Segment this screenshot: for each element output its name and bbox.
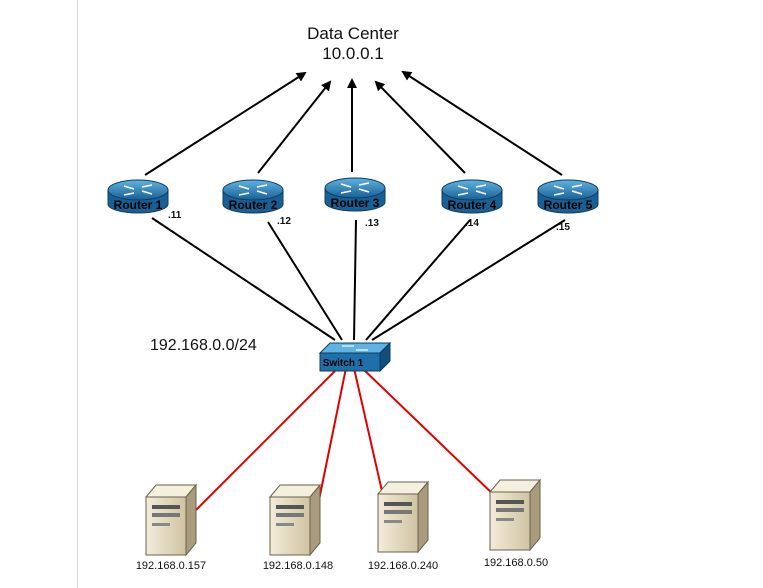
uplink-arrow-4	[374, 80, 466, 174]
router-3-label: Router 3	[331, 196, 380, 210]
uplink-arrows	[144, 70, 563, 176]
data-center-ip: 10.0.0.1	[322, 44, 384, 63]
uplink-arrow-1	[144, 71, 307, 176]
link-server-4	[361, 367, 497, 498]
server-3-ip: 192.168.0.240	[367, 560, 439, 572]
router-3-ip: .13	[365, 218, 379, 229]
link-router-1	[151, 217, 336, 341]
switch-label: Switch 1	[323, 358, 364, 369]
data-center-title: Data Center 10.0.0.1	[253, 24, 453, 64]
router-1-ip: .11	[168, 210, 182, 221]
link-server-1	[195, 367, 339, 511]
router-2	[222, 179, 284, 214]
server-links	[195, 367, 497, 511]
router-5-ip: .15	[556, 222, 570, 233]
link-router-3	[353, 219, 357, 341]
router-4	[441, 179, 503, 214]
server-3	[376, 480, 430, 554]
router-5	[537, 179, 599, 214]
switch-arrows-icon	[342, 345, 368, 351]
server-2-ip: 192.168.0.148	[262, 560, 334, 572]
router-3	[324, 177, 386, 212]
router-arrows-icon	[238, 184, 268, 196]
link-router-4	[365, 219, 471, 341]
router-1-label: Router 1	[114, 198, 163, 212]
switch-1	[318, 341, 392, 373]
router-2-ip: .12	[277, 216, 291, 227]
router-switch-links	[151, 217, 566, 341]
router-arrows-icon	[123, 184, 153, 196]
router-2-label: Router 2	[229, 198, 278, 212]
router-4-label: Router 4	[448, 198, 497, 212]
frame-border	[77, 0, 78, 588]
server-4-ip: 192.168.0.50	[483, 557, 549, 569]
router-arrows-icon	[553, 184, 583, 196]
router-5-label: Router 5	[544, 198, 593, 212]
router-4-ip: .14	[465, 218, 479, 229]
router-arrows-icon	[340, 182, 370, 194]
subnet-label: 192.168.0.0/24	[150, 337, 257, 354]
server-1	[144, 483, 198, 557]
router-arrows-icon	[457, 184, 487, 196]
router-1	[107, 179, 169, 214]
link-router-2	[267, 221, 343, 341]
uplink-arrow-2	[257, 80, 332, 174]
server-1-ip: 192.168.0.157	[135, 560, 207, 572]
server-2	[268, 483, 322, 557]
uplink-arrow-5	[401, 70, 563, 176]
link-server-2	[317, 367, 347, 506]
link-router-5	[371, 219, 566, 341]
data-center-name: Data Center	[307, 24, 399, 43]
server-4	[488, 478, 542, 552]
link-server-3	[353, 367, 385, 501]
